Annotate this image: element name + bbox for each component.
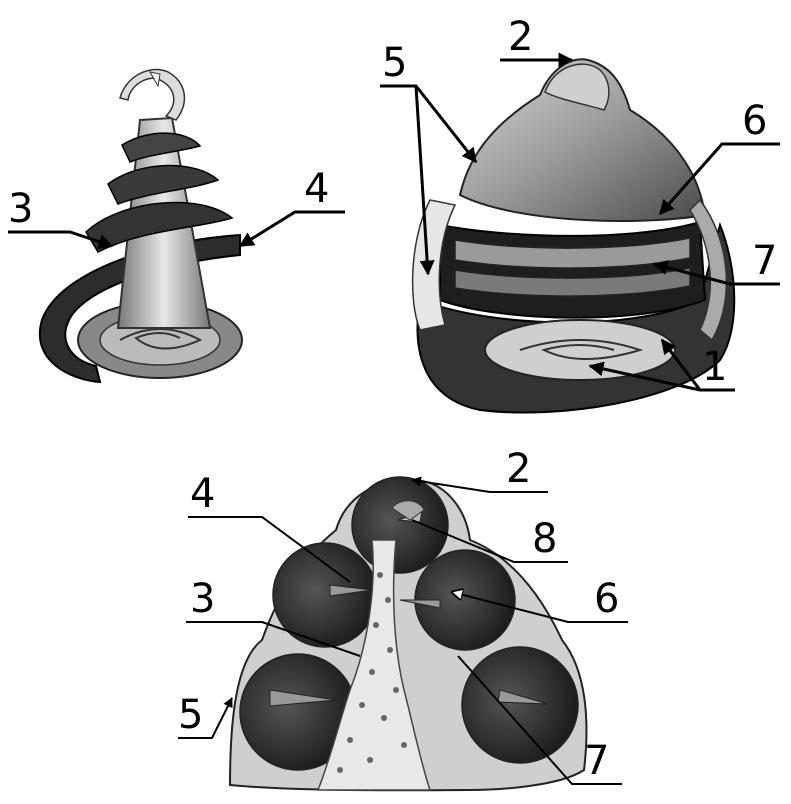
label-3-fig1: 3 (8, 186, 33, 232)
label-6-fig2: 6 (742, 98, 767, 144)
label-1-fig2: 1 (702, 344, 727, 390)
label-4-fig3: 4 (190, 471, 215, 517)
label-8-fig3: 8 (532, 516, 557, 562)
label-7-fig3: 7 (584, 738, 609, 784)
label-5-fig3: 5 (178, 692, 203, 738)
label-2-fig3: 2 (506, 446, 531, 492)
label-5-fig2: 5 (382, 40, 407, 86)
label-6-fig3: 6 (594, 576, 619, 622)
leader-5-fig2a (380, 86, 476, 162)
figure-modiolus-spiral (40, 70, 242, 382)
figure-cochlea-exterior (413, 59, 735, 412)
label-2-fig2: 2 (508, 14, 533, 60)
leader-4-fig1 (240, 212, 345, 246)
label-3-fig3: 3 (190, 576, 215, 622)
label-7-fig2: 7 (752, 238, 777, 284)
label-4-fig1: 4 (304, 166, 329, 212)
